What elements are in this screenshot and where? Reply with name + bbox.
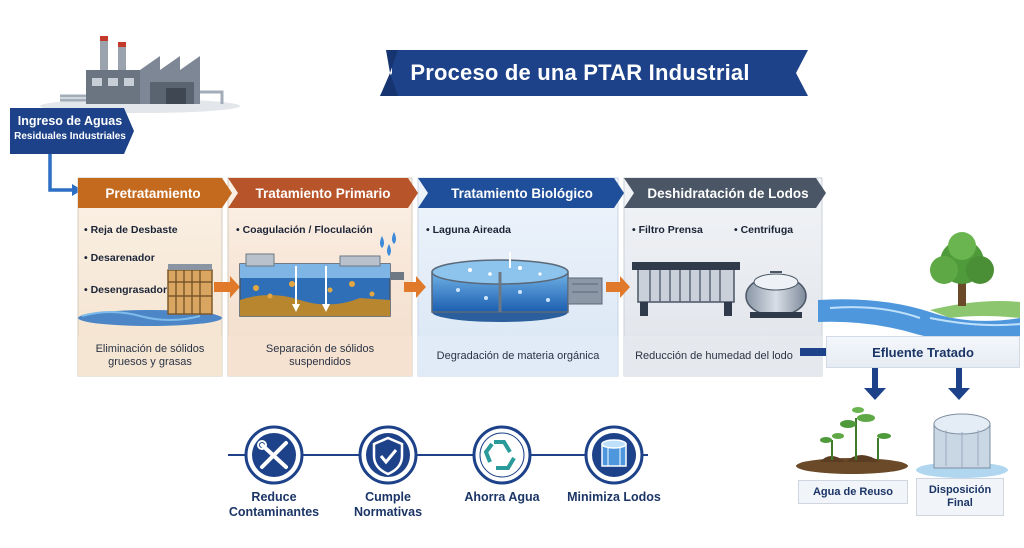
bullet-laguna: • Laguna Aireada (426, 224, 511, 236)
intake-label-shape (10, 108, 134, 154)
flow-arrow-1 (214, 276, 240, 298)
clarifier-illustration (239, 253, 404, 317)
title-banner (380, 50, 808, 96)
bullet-filtro: • Filtro Prensa (632, 224, 703, 236)
bullet-desengrasador: • Desengrasador (84, 284, 168, 296)
flow-arrow-2 (404, 276, 426, 298)
output-reuse-label: Agua de Reuso (798, 480, 908, 504)
bullet-reja: • Reja de Desbaste (84, 224, 178, 236)
benefit-label-minimiza: Minimiza Lodos (567, 490, 661, 504)
recycle-icon (472, 425, 532, 485)
stage-header-biologico (418, 178, 624, 208)
grit-screen-illustration (78, 264, 222, 326)
bullet-coagulacion: • Coagulación / Floculación (236, 224, 373, 236)
output-arrows (864, 368, 970, 400)
intake-label: Ingreso de Aguas Residuales Industriales (14, 110, 126, 154)
benefit-label-ahorra: Ahorra Agua (464, 490, 540, 504)
flow-arrow-3 (606, 276, 630, 298)
intake-label-line1: Ingreso de Aguas (17, 114, 123, 128)
stage-header-primario (228, 178, 418, 208)
intake-flow-arrow (48, 154, 72, 192)
bullet-desarenador: • Desarenador (84, 252, 155, 264)
stage-header-lodos (624, 178, 826, 208)
stage-desc-lodos: Reducción de humedad del lodo (635, 349, 793, 362)
plant-icon (796, 407, 908, 474)
sludge-tank-icon (584, 425, 644, 485)
tree-icon (930, 232, 994, 306)
stage-header-pretratamiento (78, 178, 232, 208)
treated-water-river (818, 299, 1021, 342)
stage-desc-pretratamiento: Eliminación de sólidos gruesos y grasas (95, 343, 205, 368)
benefit-label-cumple: Cumple Normativas (353, 490, 423, 519)
centrifuge-illustration (745, 271, 807, 318)
stage-title-pretratamiento: Pretratamiento (105, 185, 201, 201)
stage-desc-primario: Separación de sólidos suspendidos (265, 343, 375, 368)
tools-icon (244, 425, 304, 485)
factory-icon (40, 36, 240, 113)
filter-press-illustration (632, 262, 740, 316)
stage-title-lodos: Deshidratación de Lodos (647, 185, 809, 201)
page-title: Proceso de una PTAR Industrial (410, 60, 750, 85)
output-disposal-label: Disposición Final (916, 478, 1004, 516)
effluent-label: Efluente Tratado (826, 336, 1020, 368)
benefit-label-reduce: Reduce Contaminantes (228, 490, 320, 519)
storage-tank-icon (916, 413, 1008, 478)
aerated-lagoon-illustration (431, 252, 603, 322)
stage-desc-biologico: Degradación de materia orgánica (436, 349, 600, 362)
bullet-centrifuga: • Centrifuga (734, 224, 794, 236)
intake-label-line2: Residuales Industriales (14, 131, 126, 142)
water-drop-icon (380, 232, 396, 256)
shield-check-icon (358, 425, 418, 485)
stage-title-primario: Tratamiento Primario (255, 185, 391, 201)
stage-title-biologico: Tratamiento Biológico (451, 185, 593, 201)
